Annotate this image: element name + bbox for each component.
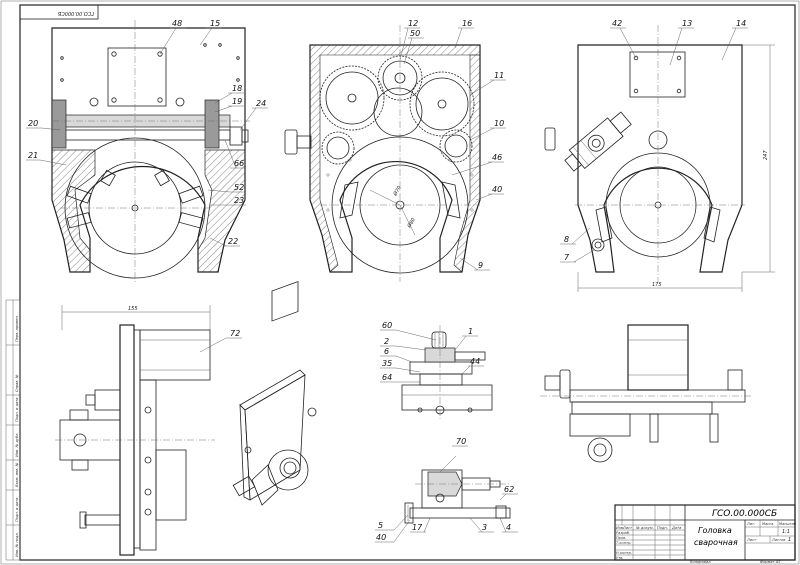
callout-19: 19 [232,97,242,106]
view-gear-callouts: 12 50 16 11 10 46 40 9 [399,19,506,271]
callout-40b: 40 [376,533,386,542]
view-side: 155 72 [55,305,242,556]
left-margin-strip: Перв. примен. Справ. № Подп. и дата Инв.… [5,299,21,561]
footer-copy: Копировал [690,560,711,564]
callout-10: 10 [494,119,504,128]
view-rear: 247 175 [544,25,775,292]
view-front-callouts: 48 15 18 19 24 20 21 66 52 23 22 [26,19,268,247]
callout-50: 50 [410,29,420,38]
callout-8: 8 [564,235,569,244]
drawing-code: ГСО.00.000СБ [712,509,777,519]
callout-17: 17 [412,523,423,532]
tb-role-3: Т.контр. [616,541,632,545]
callout-23: 23 [234,196,244,205]
callout-46: 46 [492,153,502,162]
strip-text-3: Подп. и дата [15,398,19,422]
tb-head-sign: Подп. [657,526,668,530]
view-torch-mount: 70 62 5 40 17 3 4 [375,437,518,543]
sheets-label: Листов [771,538,785,542]
strip-text-5: Взам. инв. № [15,462,19,487]
callout-35: 35 [382,359,392,368]
callout-62: 62 [504,485,514,494]
callout-72: 72 [230,329,240,338]
callout-20: 20 [28,119,38,128]
callout-48: 48 [172,19,182,28]
dim-height-right: 247 [763,150,769,160]
callout-44: 44 [470,357,480,366]
callout-1: 1 [468,327,473,336]
title-line-2: сварочная [694,538,738,547]
scale-label: Масштаб [779,522,797,526]
lit-label: Лит. [746,522,755,526]
tb-head-doc: № докум. [635,526,654,530]
view-front-section [51,20,250,282]
callout-15: 15 [210,19,220,28]
dim-width-side: 155 [128,306,138,312]
callout-40: 40 [492,185,502,194]
callout-14: 14 [736,19,746,28]
footer-format: Формат А3 [760,560,781,564]
diameter-inner: Ø70 [391,185,403,198]
callout-12: 12 [408,19,418,28]
callout-13: 13 [682,19,692,28]
callout-42: 42 [612,19,622,28]
view-isometric [232,280,317,506]
callout-52: 52 [234,183,244,192]
tb-head-izm: Изм. [616,526,624,530]
callout-18: 18 [232,84,242,93]
strip-text-6: Подп. и дата [15,498,19,522]
callout-7: 7 [564,253,570,262]
callout-60: 60 [382,321,392,330]
tb-head-date: Дата [671,526,681,530]
callout-24: 24 [256,99,266,108]
callout-6: 6 [384,347,389,356]
tb-role-1: Разраб. [616,531,630,535]
callout-21: 21 [28,151,38,160]
tb-role-6: Утв. [616,556,624,560]
inner-frame [19,4,796,561]
scale-value: 1:1 [782,529,790,535]
callout-22: 22 [228,237,238,246]
sheet-label: Лист [746,538,757,542]
callout-16: 16 [462,19,472,28]
strip-text-4: Инв. № дубл. [15,432,19,457]
diameter-outer: Ø80 [405,217,417,230]
mass-label: Масса [762,522,773,526]
view-torch-top: 60 2 6 35 64 1 44 [380,321,493,420]
tb-role-2: Пров. [616,536,626,540]
callout-64: 64 [382,373,392,382]
callout-11: 11 [494,71,504,80]
callout-2: 2 [384,337,389,346]
callout-3: 3 [482,523,487,532]
view-rear-callouts: 42 13 14 8 7 [560,19,748,263]
callout-5: 5 [378,521,383,530]
dim-width-right: 175 [652,282,662,288]
strip-text-1: Перв. примен. [15,315,19,342]
callout-66: 66 [234,159,244,168]
tb-role-5: Н.контр. [616,551,632,555]
tb-head-list: Лист [622,526,633,530]
title-line-1: Головка [698,526,732,535]
view-gear-section: Ø70 Ø80 [284,25,481,282]
title-block: Изм. Лист № докум. Подп. Дата Разраб. Пр… [614,504,797,564]
code-box-top [19,4,99,20]
callout-4: 4 [506,523,511,532]
strip-text-2: Справ. № [15,374,19,392]
strip-text-7: Инв. № подл. [15,532,19,557]
sheets-total: 1 [788,537,791,543]
callout-70: 70 [456,437,466,446]
code-mirrored: ГСО.00.000СБ [57,10,94,16]
callout-9: 9 [478,261,483,270]
view-side-elevation [540,324,752,463]
